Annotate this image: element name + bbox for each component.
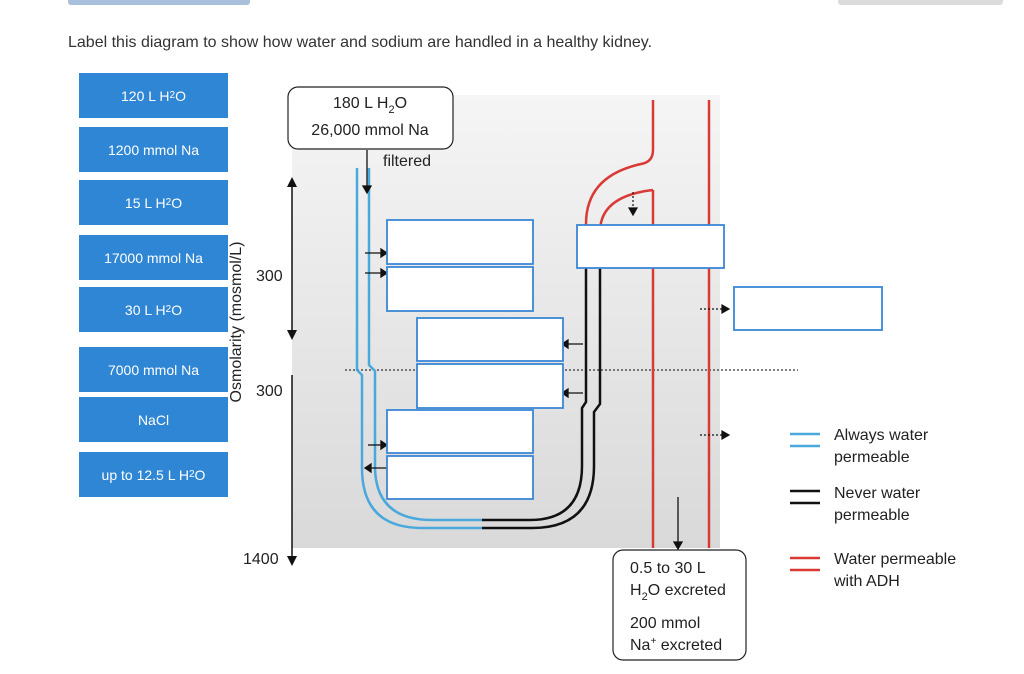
svg-text:permeable: permeable xyxy=(834,507,910,524)
drop-zone-5[interactable] xyxy=(386,409,534,454)
filtrate-water-text: 180 L H2O xyxy=(333,95,407,116)
top-right-bar[interactable] xyxy=(838,0,1003,5)
legend-item-always-permeable: Always water permeable xyxy=(790,427,929,466)
filtrate-box xyxy=(287,86,454,150)
osmolarity-mid-value: 300 xyxy=(256,383,283,400)
svg-text:Never water: Never water xyxy=(834,485,921,502)
legend: Always water permeable Never water perme… xyxy=(790,427,956,590)
label-chip-nacl[interactable]: NaCl xyxy=(79,397,228,442)
top-nav-bar[interactable] xyxy=(68,0,250,5)
filtrate-sodium-text: 26,000 mmol Na xyxy=(311,122,428,139)
drop-zone-6[interactable] xyxy=(386,455,534,500)
legend-item-never-permeable: Never water permeable xyxy=(790,485,921,524)
ascending-limb-tube xyxy=(482,262,602,530)
label-chip-1200-mmol-na[interactable]: 1200 mmol Na xyxy=(79,127,228,172)
drop-zone-8[interactable] xyxy=(733,286,883,331)
drop-zone-7[interactable] xyxy=(576,224,725,269)
legend-item-adh-permeable: Water permeable with ADH xyxy=(790,551,956,590)
osmolarity-top-value: 300 xyxy=(256,268,283,285)
osmolarity-bottom-value: 1400 xyxy=(243,551,279,568)
dashed-flow-arrows xyxy=(627,192,731,441)
drop-zone-3[interactable] xyxy=(416,317,564,362)
excretion-box xyxy=(612,549,747,661)
excreted-water-range: 0.5 to 30 L xyxy=(630,560,706,577)
label-chip-7000-mmol-na[interactable]: 7000 mmol Na xyxy=(79,347,228,392)
excreted-sodium-amount: 200 mmol xyxy=(630,615,700,632)
label-chip-17000-mmol-na[interactable]: 17000 mmol Na xyxy=(79,235,228,280)
osmolarity-axis-label: Osmolarity (mosmol/L) xyxy=(228,242,245,403)
filtered-label: filtered xyxy=(383,153,431,170)
excreted-sodium-text: Na+ excreted xyxy=(630,636,722,654)
svg-text:Water permeable: Water permeable xyxy=(834,551,956,568)
osmolarity-axis xyxy=(287,177,297,566)
drop-zone-2[interactable] xyxy=(386,266,534,312)
flow-arrows xyxy=(361,150,684,551)
svg-text:permeable: permeable xyxy=(834,449,910,466)
excreted-water-text: H2O excreted xyxy=(630,582,726,603)
instruction-text: Label this diagram to show how water and… xyxy=(68,34,653,51)
descending-limb-tube xyxy=(355,168,482,530)
svg-text:Always water: Always water xyxy=(834,427,929,444)
svg-text:with ADH: with ADH xyxy=(833,573,900,590)
drop-zone-1[interactable] xyxy=(386,219,534,265)
drop-zone-4[interactable] xyxy=(416,363,564,409)
